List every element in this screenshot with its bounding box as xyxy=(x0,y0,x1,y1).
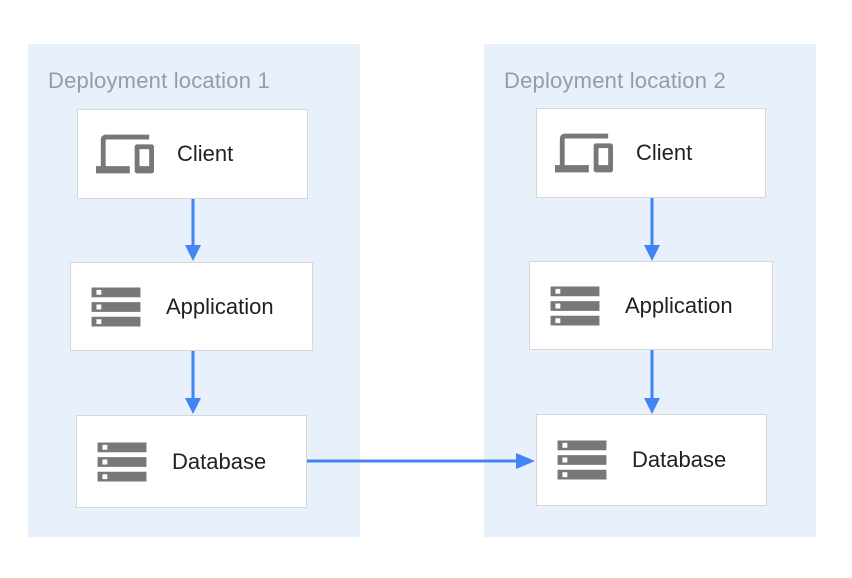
location-1-title: Deployment location 1 xyxy=(48,68,270,93)
devices-icon xyxy=(555,131,613,175)
node-label: Application xyxy=(166,293,274,319)
node-application-2: Application xyxy=(529,261,773,350)
storage-icon xyxy=(89,285,143,329)
node-database-2: Database xyxy=(536,414,767,506)
node-label: Client xyxy=(177,141,234,166)
storage-icon xyxy=(95,440,149,484)
storage-icon xyxy=(555,438,609,482)
node-label: Database xyxy=(632,447,727,472)
node-application-1: Application xyxy=(70,262,313,351)
devices-icon xyxy=(96,132,154,176)
location-2-title: Deployment location 2 xyxy=(504,68,726,93)
node-label: Application xyxy=(625,292,733,318)
node-database-1: Database xyxy=(76,415,307,508)
node-client-2: Client xyxy=(536,108,766,198)
node-client-1: Client xyxy=(77,109,308,199)
storage-icon xyxy=(548,284,602,328)
node-label: Client xyxy=(636,140,693,165)
node-label: Database xyxy=(172,448,267,474)
